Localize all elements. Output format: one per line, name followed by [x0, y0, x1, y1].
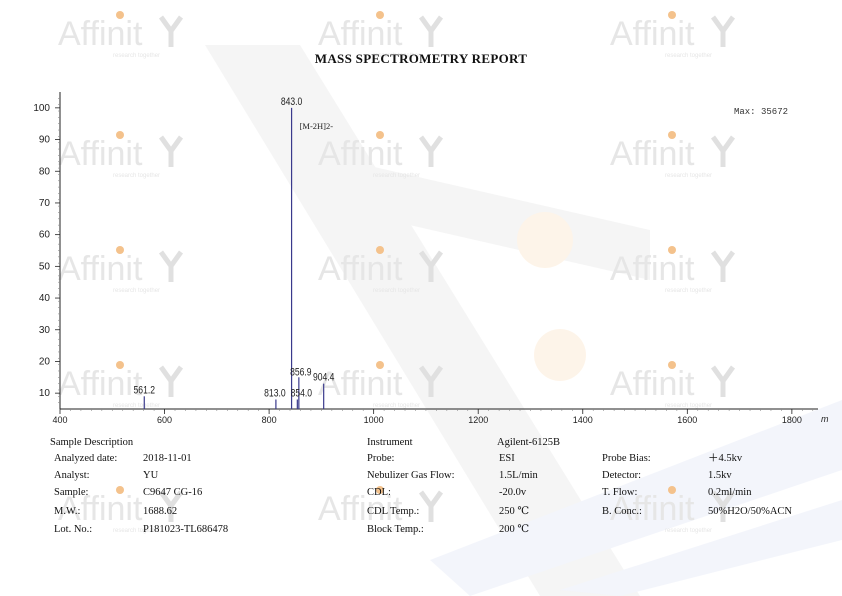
peak-label: 813.0	[264, 388, 286, 400]
sample-field-value: 2018-11-01	[143, 453, 192, 464]
instrument-field-value: 1.5L/min	[499, 470, 538, 481]
sample-field-value: YU	[143, 470, 159, 481]
peak-label: 854.0	[291, 388, 313, 400]
y-tick-label: 60	[39, 230, 51, 241]
instrument-field-label: Nebulizer Gas Flow:	[367, 470, 455, 481]
y-tick-label: 20	[39, 356, 51, 367]
report-title: MASS SPECTROMETRY REPORT	[314, 51, 528, 66]
y-tick-label: 100	[33, 103, 50, 114]
instrument-heading: Instrument	[367, 437, 413, 448]
settings-field-label: B. Conc.:	[602, 506, 642, 517]
settings-field-label: Probe Bias:	[602, 453, 651, 464]
settings-field-value: 1.5kv	[708, 470, 732, 481]
instrument-model: Agilent-6125B	[497, 437, 560, 448]
y-tick-label: 40	[39, 293, 51, 304]
instrument-field-label: CDL:	[367, 487, 391, 498]
peak-label: 904.4	[313, 372, 335, 384]
x-tick-label: 400	[52, 415, 67, 425]
instrument-field-value: -20.0v	[499, 487, 527, 498]
y-tick-label: 10	[39, 388, 51, 399]
instrument-field-value: ESI	[499, 453, 515, 464]
sample-field-value: P181023-TL686478	[143, 524, 229, 535]
x-tick-label: 1600	[677, 415, 697, 425]
max-intensity-label: Max: 35672	[734, 107, 788, 117]
x-tick-label: 1400	[573, 415, 593, 425]
sample-field-value: 1688.62	[143, 506, 178, 517]
y-tick-label: 90	[39, 135, 51, 146]
settings-field-value: ＋4.5kv	[708, 453, 743, 464]
watermark-tagline: research together	[665, 528, 712, 534]
y-tick-label: 30	[39, 325, 51, 336]
watermark-antibody-icon	[418, 490, 444, 522]
sample-field-label: M.W.:	[54, 506, 81, 517]
sample-field-label: Analyst:	[54, 470, 90, 481]
x-tick-label: 1200	[468, 415, 488, 425]
sample-field-value: C9647 CG-16	[143, 487, 203, 498]
settings-field-value: 0.2ml/min	[708, 487, 752, 498]
watermark-dot	[116, 486, 124, 494]
instrument-field-value: 250 ℃	[499, 506, 530, 517]
instrument-field-label: Probe:	[367, 453, 395, 464]
x-tick-label: 1800	[782, 415, 802, 425]
sample-heading: Sample Description	[50, 437, 134, 448]
y-tick-label: 50	[39, 261, 51, 272]
y-tick-label: 70	[39, 198, 51, 209]
x-tick-label: 1000	[364, 415, 384, 425]
peak-annotation: [M-2H]2-	[300, 121, 334, 131]
x-tick-label: 800	[262, 415, 277, 425]
instrument-field-value: 200 ℃	[499, 524, 530, 535]
sample-field-label: Analyzed date:	[54, 453, 118, 464]
instrument-field-label: Block Temp.:	[367, 524, 424, 535]
watermark-dot	[668, 486, 676, 494]
sample-field-label: Lot. No.:	[54, 524, 93, 535]
settings-field-label: T. Flow:	[602, 487, 638, 498]
y-tick-label: 80	[39, 166, 51, 177]
mass-spectrum-chart: 10 20 30 40 50 60 70 80 90 100 400 600 800 1000 1200 14…	[33, 92, 829, 425]
sample-field-label: Sample:	[54, 487, 89, 498]
peak-label: 843.0	[281, 96, 303, 108]
x-unit-label: m	[821, 414, 829, 424]
peak-label: 856.9	[290, 366, 312, 378]
settings-field-value: 50%H2O/50%ACN	[708, 506, 792, 517]
x-tick-label: 600	[157, 415, 172, 425]
settings-field-label: Detector:	[602, 470, 642, 481]
instrument-field-label: CDL Temp.:	[367, 506, 420, 517]
peak-label: 561.2	[134, 384, 155, 396]
